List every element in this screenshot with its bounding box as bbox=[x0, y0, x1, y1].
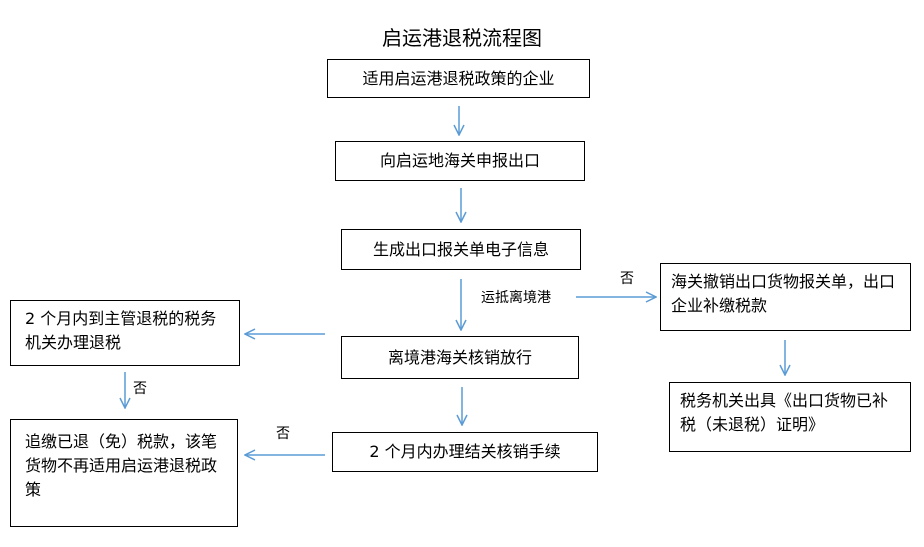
left-recover-tax-text: 追缴已退（免）税款，该笔货物不再适用启运港退税政策 bbox=[25, 432, 218, 499]
step-declare-export: 向启运地海关申报出口 bbox=[335, 141, 585, 181]
step-eligible-enterprise: 适用启运港退税政策的企业 bbox=[327, 59, 590, 98]
step-customs-clearance-text: 2 个月内办理结关核销手续 bbox=[369, 442, 561, 461]
label-no-right: 否 bbox=[620, 271, 634, 287]
step-customs-clearance: 2 个月内办理结关核销手续 bbox=[332, 432, 598, 472]
step-departure-release-text: 离境港海关核销放行 bbox=[387, 347, 532, 367]
right-customs-revoke-text: 海关撤销出口货物报关单，出口企业补缴税款 bbox=[671, 272, 896, 315]
left-tax-refund: 2 个月内到主管退税的税务机关办理退税 bbox=[10, 300, 240, 366]
step-declare-export-text: 向启运地海关申报出口 bbox=[379, 151, 540, 170]
left-tax-refund-text: 2 个月内到主管退税的税务机关办理退税 bbox=[25, 309, 217, 352]
label-no-left1: 否 bbox=[133, 381, 147, 397]
label-no-left2: 否 bbox=[276, 426, 290, 442]
left-recover-tax: 追缴已退（免）税款，该笔货物不再适用启运港退税政策 bbox=[10, 419, 238, 527]
step-generate-declaration-text: 生成出口报关单电子信息 bbox=[372, 239, 549, 259]
step-generate-declaration: 生成出口报关单电子信息 bbox=[341, 229, 581, 270]
step-departure-release: 离境港海关核销放行 bbox=[341, 336, 579, 379]
right-tax-certificate: 税务机关出具《出口货物已补税（未退税）证明》 bbox=[669, 382, 911, 452]
diagram-title: 启运港退税流程图 bbox=[382, 26, 542, 50]
right-customs-revoke: 海关撤销出口货物报关单，出口企业补缴税款 bbox=[660, 263, 911, 331]
right-tax-certificate-text: 税务机关出具《出口货物已补税（未退税）证明》 bbox=[680, 391, 889, 434]
label-arrive-departure-port: 运抵离境港 bbox=[481, 290, 551, 306]
step-eligible-enterprise-text: 适用启运港退税政策的企业 bbox=[362, 68, 555, 88]
